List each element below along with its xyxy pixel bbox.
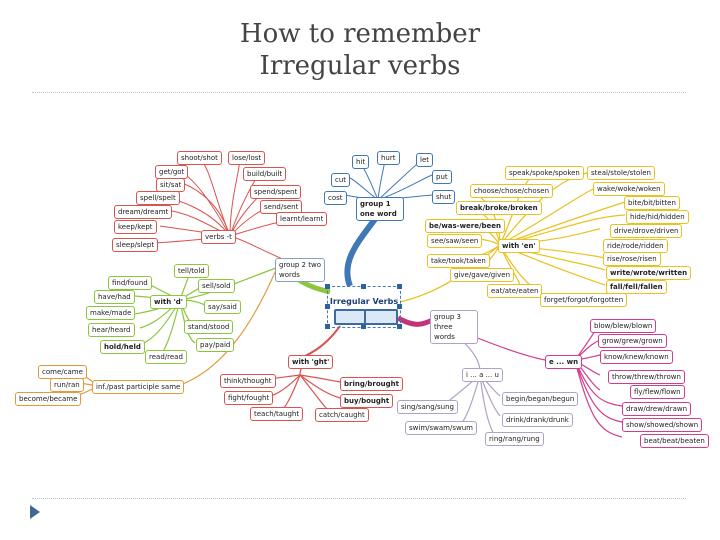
- slide-title: How to remember Irregular verbs: [0, 18, 720, 82]
- node-take: take/took/taken: [427, 254, 490, 268]
- node-have-had: have/had: [94, 290, 135, 304]
- node-keep-kept: keep/kept: [114, 220, 157, 234]
- node-drink: drink/drank/drunk: [502, 413, 573, 427]
- selection-handle-icon: [325, 324, 330, 329]
- node-with-en: with 'en': [498, 239, 540, 253]
- node-wake: wake/woke/woken: [593, 182, 665, 196]
- node-steal: steal/stole/stolen: [587, 166, 655, 180]
- title-line-1: How to remember: [239, 19, 481, 49]
- node-hear-heard: hear/heard: [88, 323, 135, 337]
- node-come-came: come/came: [38, 365, 87, 379]
- node-ride: ride/rode/ridden: [603, 239, 668, 253]
- node-spell-spelt: spell/spelt: [136, 191, 180, 205]
- node-shut: shut: [432, 190, 456, 204]
- node-cost: cost: [324, 191, 347, 205]
- node-blow: blow/blew/blown: [590, 319, 657, 333]
- node-beat: beat/beat/beaten: [640, 434, 709, 448]
- book-icon: [334, 309, 398, 325]
- bottom-divider: [32, 498, 686, 499]
- node-cut: cut: [331, 173, 351, 187]
- node-read-read: read/read: [145, 350, 187, 364]
- node-bring: bring/brought: [340, 377, 404, 391]
- node-say-said: say/said: [204, 300, 241, 314]
- node-give: give/gave/given: [450, 268, 515, 282]
- node-hurt: hurt: [377, 151, 400, 165]
- node-think: think/thought: [220, 374, 276, 388]
- node-shoot-shot: shoot/shot: [177, 151, 222, 165]
- node-choose: choose/chose/chosen: [470, 184, 554, 198]
- node-sit-sat: sit/sat: [156, 178, 186, 192]
- node-e-wn: e ... wn: [545, 355, 583, 369]
- selection-handle-icon: [361, 324, 366, 329]
- node-know: know/knew/known: [600, 350, 673, 364]
- node-sleep-slept: sleep/slept: [112, 238, 159, 252]
- node-swim: swim/swam/swum: [405, 421, 477, 435]
- node-see: see/saw/seen: [427, 234, 483, 248]
- node-buy: buy/bought: [340, 394, 394, 408]
- node-stand-stood: stand/stood: [184, 320, 234, 334]
- node-find-found: find/found: [108, 276, 152, 290]
- node-catch: catch/caught: [315, 408, 369, 422]
- node-hold-held: hold/held: [100, 340, 145, 354]
- node-learnt-learnt: learnt/learnt: [276, 212, 328, 226]
- node-draw: draw/drew/drawn: [622, 402, 692, 416]
- node-bite: bite/bit/bitten: [624, 196, 680, 210]
- node-get-got: get/got: [155, 165, 189, 179]
- node-group-2: group 2 two words: [275, 258, 325, 282]
- node-eat: eat/ate/eaten: [487, 284, 543, 298]
- node-group-3: group 3 three words: [430, 310, 478, 344]
- node-speak: speak/spoke/spoken: [505, 166, 584, 180]
- node-put: put: [432, 170, 452, 184]
- node-write: write/wrote/written: [606, 266, 692, 280]
- node-grow: grow/grew/grown: [598, 334, 667, 348]
- node-ring: ring/rang/rung: [485, 432, 544, 446]
- node-with-d: with 'd': [150, 295, 187, 309]
- selection-handle-icon: [325, 284, 330, 289]
- central-label: Irregular Verbs: [329, 297, 399, 306]
- central-node: Irregular Verbs: [327, 286, 401, 328]
- node-sing: sing/sang/sung: [397, 400, 458, 414]
- top-divider: [32, 92, 686, 93]
- selection-handle-icon: [397, 324, 402, 329]
- node-begin: begin/began/begun: [502, 392, 579, 406]
- selection-handle-icon: [361, 284, 366, 289]
- node-run-ran: run/ran: [50, 378, 84, 392]
- node-throw: throw/threw/thrown: [608, 370, 685, 384]
- node-group-1: group 1 one word: [356, 197, 404, 221]
- node-break: break/broke/broken: [456, 201, 542, 215]
- selection-handle-icon: [397, 284, 402, 289]
- node-let: let: [416, 153, 433, 167]
- node-teach: teach/taught: [250, 407, 304, 421]
- node-hit: hit: [352, 155, 370, 169]
- node-pay-paid: pay/paid: [196, 338, 235, 352]
- node-rise: rise/rose/risen: [603, 252, 661, 266]
- title-line-2: Irregular verbs: [259, 51, 461, 81]
- selection-handle-icon: [325, 304, 330, 309]
- node-fight: fight/fought: [224, 391, 274, 405]
- node-spend-spent: spend/spent: [250, 185, 302, 199]
- node-become-became: become/became: [15, 392, 82, 406]
- node-drive: drive/drove/driven: [610, 224, 683, 238]
- node-tell-told: tell/told: [174, 264, 209, 278]
- node-fly: fly/flew/flown: [630, 385, 685, 399]
- node-forget: forget/forgot/forgotten: [540, 293, 628, 307]
- node-sell-sold: sell/sold: [198, 279, 235, 293]
- node-hide: hide/hid/hidden: [626, 210, 689, 224]
- node-show: show/showed/shown: [622, 418, 703, 432]
- node-past-participle-same: inf./past participle same: [92, 380, 185, 394]
- node-fall: fall/fell/fallen: [606, 280, 667, 294]
- node-lose-lost: lose/lost: [228, 151, 266, 165]
- node-make-made: make/made: [86, 306, 136, 320]
- node-build-built: build/built: [243, 167, 287, 181]
- node-be: be/was-were/been: [425, 219, 506, 233]
- selection-handle-icon: [397, 304, 402, 309]
- node-with-ght: with 'ght': [288, 355, 334, 369]
- node-verbs-t: verbs -t: [201, 230, 236, 244]
- bullet-arrow-icon: [30, 505, 40, 519]
- node-dream-dreamt: dream/dreamt: [114, 205, 173, 219]
- node-i-a-u: i ... a ... u: [462, 368, 503, 382]
